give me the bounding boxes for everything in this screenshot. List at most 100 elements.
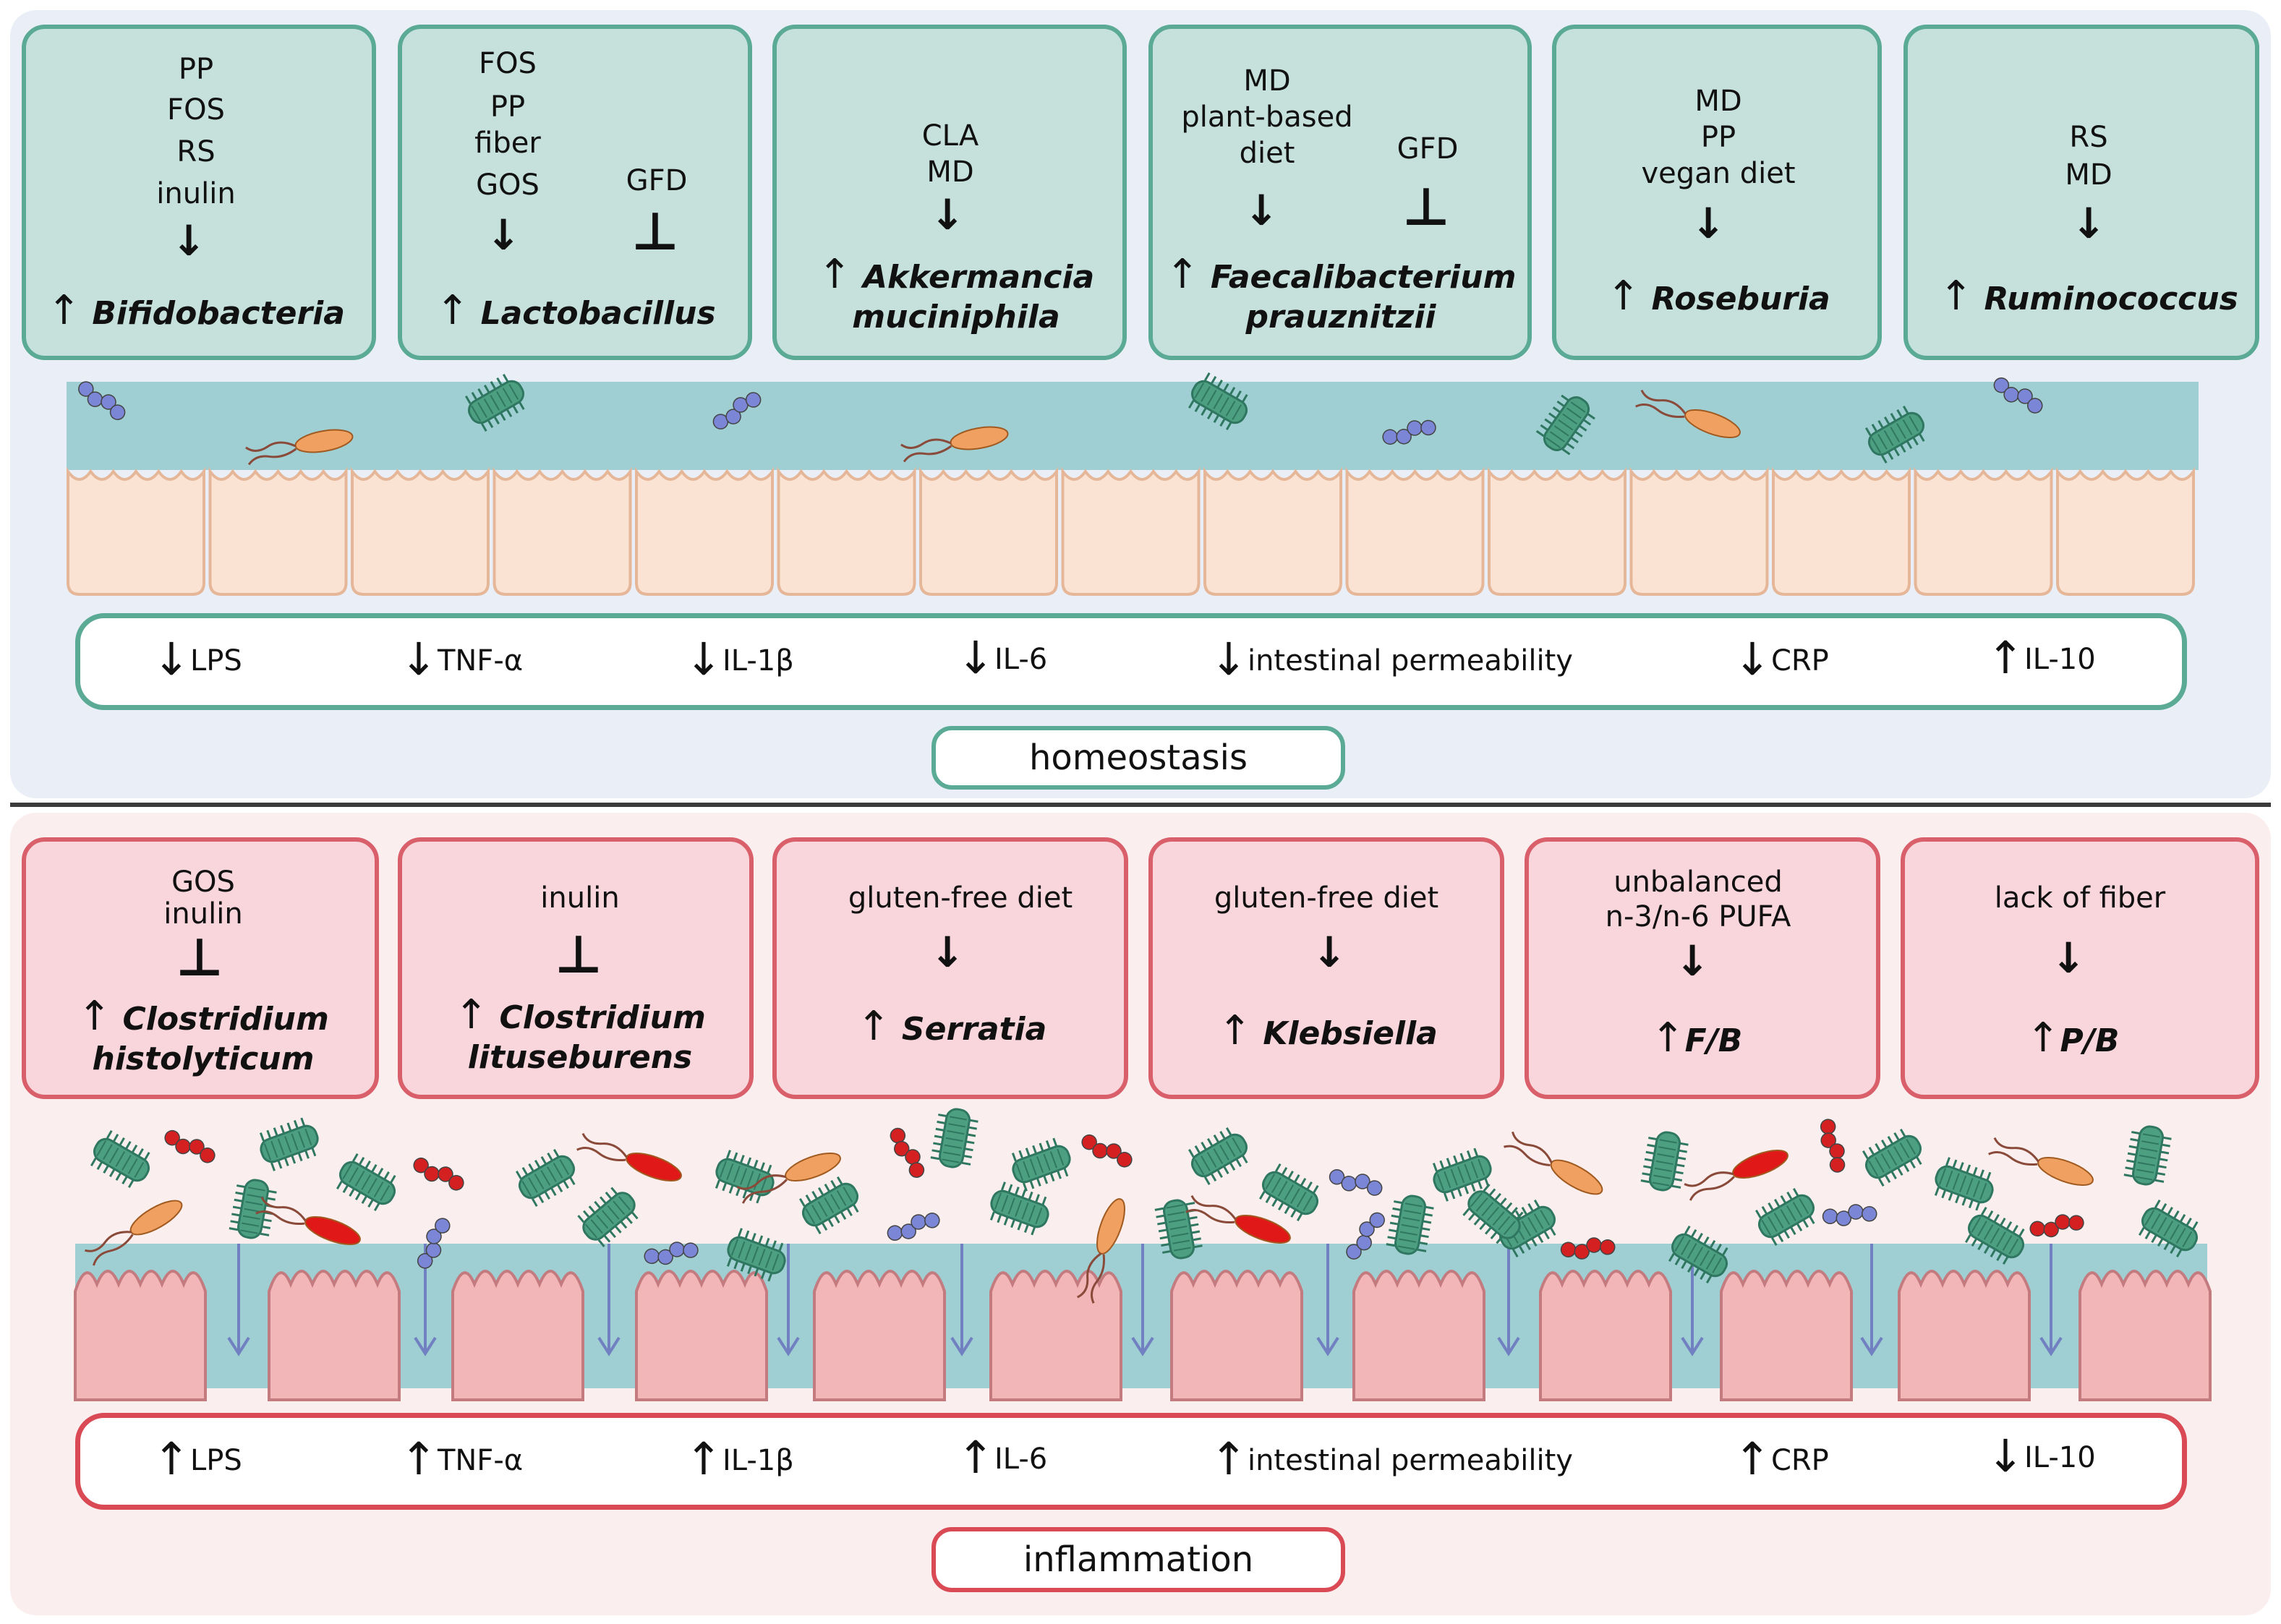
red-flagellated-bacterium-icon [255,1196,361,1245]
pb-ratio-box: lack of fiber ↓ ↑P/B [1901,837,2259,1099]
red-cocci-chain-icon [164,1129,216,1163]
inflamed-epithelial-cell [813,1270,946,1401]
rod-bacterium-icon [1862,1129,1922,1187]
red-flagellated-bacterium-icon [1684,1150,1788,1201]
bacterium-label: ↑ Bifidobacteria [47,287,345,334]
rod-bacterium-icon [1535,394,1595,456]
inflamed-epithelial-cell [989,1270,1122,1401]
epithelial-cell [1914,466,2053,596]
input-label: fiber [474,127,541,160]
marker-il10: ↓IL-10 [1987,1429,2096,1482]
bacterium-label: ↑P/B [2026,1014,2120,1061]
rod-bacterium-icon [798,1176,859,1234]
rod-bacterium-icon [1188,372,1248,430]
rod-bacterium-icon [464,374,525,432]
rod-bacterium-icon [1964,1207,2025,1265]
translocation-arrow-head [777,1336,800,1356]
translocation-arrow-head [414,1336,437,1356]
rod-bacterium-icon [1154,1199,1203,1260]
cocci-chain-icon [1346,1212,1385,1260]
epithelial-cell [1061,466,1201,596]
input-label: FOS [479,47,537,80]
flagellated-bacterium-icon [245,429,354,466]
inflammation-label: inflammation [931,1527,1345,1592]
epithelial-cell [1345,466,1485,596]
stimulate-arrow-icon: ↓ [2071,199,2107,248]
translocation-arrow-head [227,1336,250,1356]
epithelial-cell [635,466,774,596]
input-label: PP [490,90,526,124]
marker-il10: ↑IL-10 [1987,631,2096,684]
translocation-arrow-head [597,1336,621,1356]
rod-bacterium-icon [515,1149,576,1207]
rod-bacterium-icon [336,1153,396,1211]
rod-bacterium-icon [715,1150,775,1204]
rod-bacterium-icon [229,1179,277,1239]
input-label: CLA [921,119,979,153]
inflamed-epithelial-cell [1720,1270,1853,1401]
ruminococcus-box: RS MD ↓ ↑ Ruminococcus [1903,25,2259,360]
faecalibacterium-box: MD plant-based diet GFD ↓ ⊥ ↑ Faecalibac… [1148,25,1532,360]
cocci-chain-icon [1822,1204,1877,1226]
rod-bacterium-icon [1188,1127,1248,1185]
marker-lps: ↑LPS [153,1432,242,1485]
input-label: n-3/n-6 PUFA [1605,900,1791,933]
homeostasis-label: homeostasis [931,726,1345,790]
red-flagellated-bacterium-icon [576,1132,682,1181]
inflammation-marker-bar: ↑LPS ↑TNF-α ↑IL-1β ↑IL-6 ↑intestinal per… [75,1413,2187,1510]
rod-bacterium-icon [1432,1148,1492,1202]
red-cocci-chain-icon [1560,1237,1616,1260]
marker-permeability: ↓intestinal permeability [1210,633,1573,685]
translocation-arrow-head [1497,1336,1520,1356]
rod-bacterium-icon [989,1181,1049,1236]
input-label: RS [176,135,216,168]
epithelial-cell [1203,466,1342,596]
input-label: inulin [156,177,236,210]
translocation-arrow-head [1860,1336,1883,1356]
inflamed-epithelial-cell [451,1270,584,1401]
input-label: unbalanced [1613,866,1783,899]
input-label: MD [926,155,974,189]
epithelial-cell [351,466,490,596]
epithelial-cell [777,466,916,596]
inhibit-icon: ⊥ [631,201,679,262]
marker-il6: ↑IL-6 [957,1431,1048,1484]
flagellated-bacterium-icon [85,1200,183,1266]
marker-il6: ↓IL-6 [957,631,1048,684]
translocation-arrow-head [2039,1336,2063,1356]
marker-permeability: ↑intestinal permeability [1210,1432,1573,1485]
bacterium-label: ↑F/B [1650,1014,1743,1061]
inhibit-icon: ⊥ [1402,176,1450,237]
rod-bacterium-icon [259,1117,319,1171]
epithelial-cell [1772,466,1911,596]
epithelial-cell [1629,466,1769,596]
inflamed-epithelial-cell [1898,1270,2031,1401]
input-label: lack of fiber [1994,881,2166,915]
stimulate-arrow-icon: ↓ [171,216,207,265]
lactobacillus-box: FOS PP fiber GOS GFD ↓ ⊥ ↑ Lactobacillus [398,25,752,360]
input-label: FOS [167,93,225,127]
marker-il1b: ↓IL-1β [685,633,794,685]
rod-bacterium-icon [2123,1125,2172,1186]
roseburia-box: MD PP vegan diet ↓ ↑ Roseburia [1552,25,1882,360]
input-label: PP [178,53,214,86]
bacterium-label: ↑ Roseburia [1606,273,1830,320]
rod-bacterium-icon [2138,1200,2199,1257]
input-label: MD [2065,158,2112,192]
flagellated-bacterium-icon [900,426,1009,463]
rod-bacterium-icon [1386,1195,1434,1255]
fb-ratio-box: unbalanced n-3/n-6 PUFA ↓ ↑F/B [1525,837,1880,1099]
klebsiella-box: gluten-free diet ↓ ↑ Klebsiella [1148,837,1504,1099]
rod-bacterium-icon [1640,1131,1689,1192]
cocci-chain-icon [644,1241,699,1265]
translocation-arrow-head [1131,1336,1154,1356]
inflamed-epithelial-cell [74,1270,207,1401]
stimulate-arrow-icon: ↓ [1311,928,1347,977]
marker-crp: ↑CRP [1734,1432,1829,1485]
stimulate-arrow-icon: ↓ [929,928,965,977]
bifidobacteria-box: PP FOS RS inulin ↓ ↑ Bifidobacteria [22,25,376,360]
stimulate-arrow-icon: ↓ [485,210,521,260]
input-label: vegan diet [1641,157,1796,190]
